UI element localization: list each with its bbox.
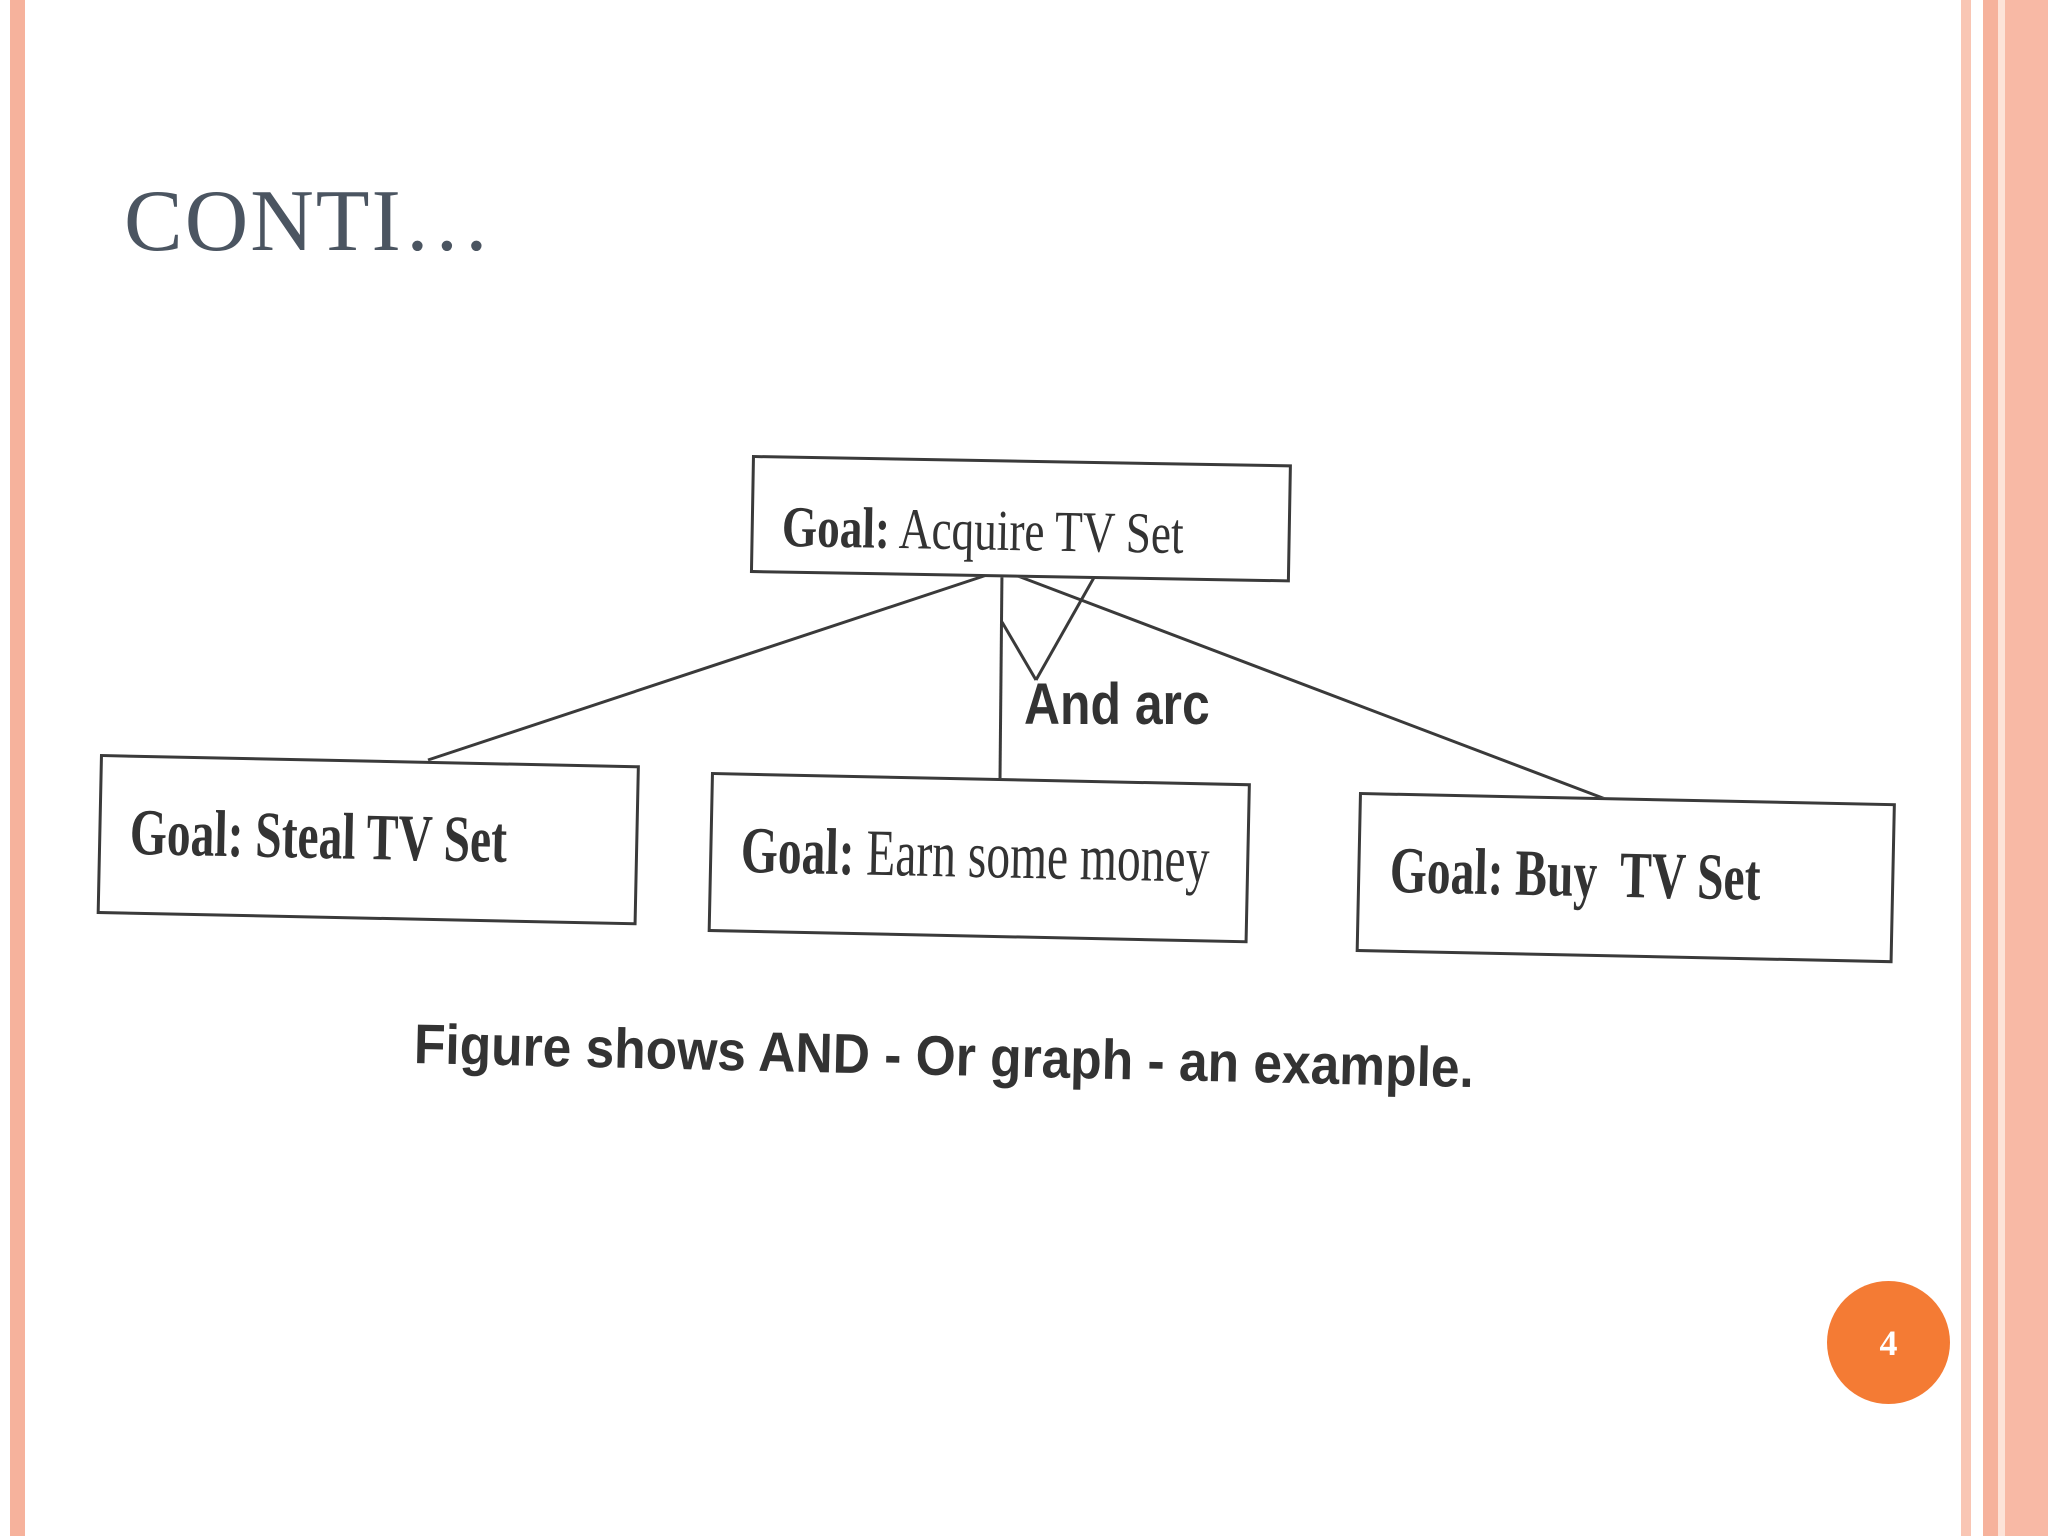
goal-text: Buy TV Set [1514, 836, 1762, 915]
node-steal-tv-set-label: Goal: Steal TV Set [129, 796, 508, 877]
and-arc-line [1034, 573, 1098, 681]
slide-title: CONTI… [124, 173, 493, 270]
and-arc-line [1000, 621, 1038, 681]
node-acquire-tv-set-label: Goal: Acquire TV Set [781, 494, 1185, 567]
goal-prefix: Goal: [781, 494, 891, 561]
goal-text: Acquire TV Set [898, 496, 1185, 567]
slide-frame-right-border [2005, 0, 2048, 1536]
goal-text: Earn some money [865, 816, 1211, 897]
edge-root-to-earn [998, 569, 1004, 781]
edge-root-to-buy [1001, 568, 1609, 802]
edge-root-to-steal [427, 568, 1003, 762]
goal-prefix: Goal: [740, 814, 856, 890]
slide-frame-right-stripe [1983, 0, 1998, 1536]
and-arc-label: And arc [1024, 672, 1210, 737]
node-buy-tv-set-label: Goal: Buy TV Set [1389, 834, 1762, 915]
slide-frame-right-stripe [1998, 0, 2005, 1536]
slide-frame-left-border [10, 0, 25, 1536]
node-earn-some-money-label: Goal: Earn some money [740, 814, 1211, 897]
goal-prefix: Goal: [129, 796, 245, 872]
slide-frame-right-stripe [1961, 0, 1971, 1536]
page-number-badge: 4 [1827, 1281, 1950, 1404]
goal-text: Steal TV Set [254, 798, 508, 877]
goal-prefix: Goal: [1389, 834, 1505, 910]
